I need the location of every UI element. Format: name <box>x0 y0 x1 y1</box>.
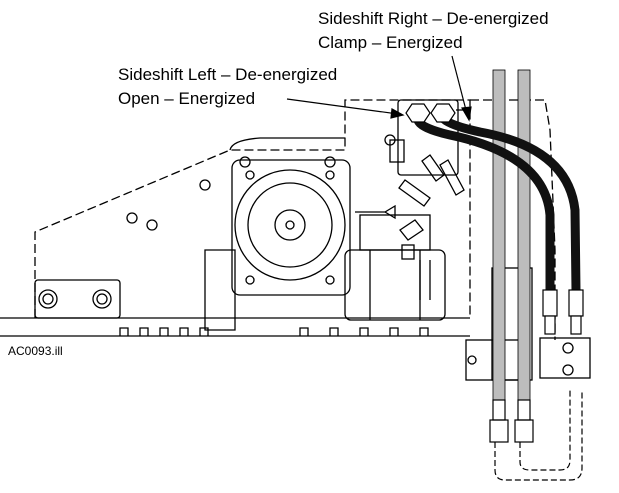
left-bracket <box>34 279 121 319</box>
motor <box>231 159 351 296</box>
frame-bolts <box>126 134 396 231</box>
callout-open: Open – Energized <box>118 89 256 108</box>
callout-sideshift-right: Sideshift Right – De-energized <box>318 9 549 28</box>
callout-clamp: Clamp – Energized <box>318 33 463 52</box>
frame-outline <box>34 99 471 318</box>
hose-sideshift-left <box>413 115 555 295</box>
frame-plate <box>229 137 345 151</box>
fittings <box>355 204 431 300</box>
right-bracket-outline <box>470 99 556 340</box>
vertical-tubes <box>492 69 531 401</box>
callout-sideshift-left: Sideshift Left – De-energized <box>118 65 338 84</box>
hose-sideshift-right <box>438 113 581 295</box>
hydraulic-hoses <box>413 113 581 295</box>
pump-block <box>204 214 446 331</box>
hose-end-fittings <box>542 289 584 335</box>
figure-id: AC0093.ill <box>8 344 63 358</box>
lower-tubes <box>489 390 583 481</box>
callout-leaders <box>286 55 472 122</box>
valve-body <box>389 99 470 207</box>
valve-ports <box>405 103 456 123</box>
